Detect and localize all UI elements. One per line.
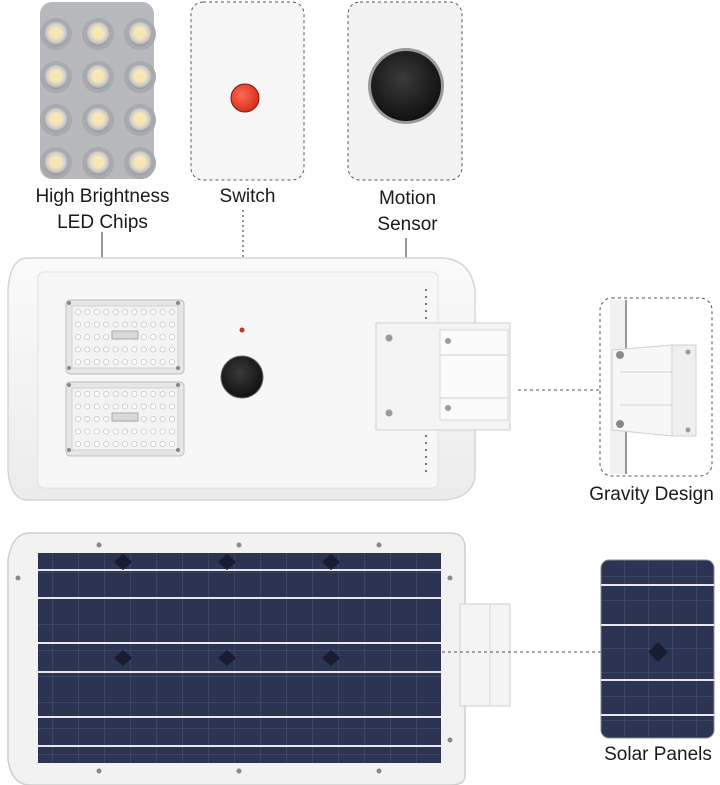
solar-panel-housing xyxy=(7,532,511,785)
gravity-callout xyxy=(518,297,713,477)
motion-sensor-label: Motion Sensor xyxy=(355,186,460,238)
switch-callout xyxy=(190,1,305,181)
solar-panels-label: Solar Panels xyxy=(596,742,720,768)
gravity-design-label: Gravity Design xyxy=(583,482,720,508)
solar-panel-icon xyxy=(601,584,714,716)
led-module-icon xyxy=(65,299,185,457)
led-chip-icon xyxy=(40,18,156,179)
motion-sensor-label-line1: Motion xyxy=(378,188,437,209)
lamp-housing-front xyxy=(7,257,511,501)
solar-panel-callout xyxy=(442,559,715,739)
motion-sensor-icon xyxy=(371,51,441,121)
led-chips-label-line2: LED Chips xyxy=(57,212,148,233)
mounting-bracket-icon xyxy=(610,300,697,474)
led-chip-callout xyxy=(40,2,156,179)
led-chips-label: High Brightness LED Chips xyxy=(20,184,185,236)
motion-sensor-label-line2: Sensor xyxy=(377,214,438,235)
gravity-design-label-text: Gravity Design xyxy=(589,484,714,505)
switch-label-text: Switch xyxy=(219,186,276,207)
motion-sensor-callout xyxy=(347,1,463,181)
switch-label: Switch xyxy=(195,184,300,210)
solar-panels-label-text: Solar Panels xyxy=(604,744,712,765)
switch-button-icon xyxy=(230,83,260,113)
led-chips-label-line1: High Brightness xyxy=(35,186,170,207)
